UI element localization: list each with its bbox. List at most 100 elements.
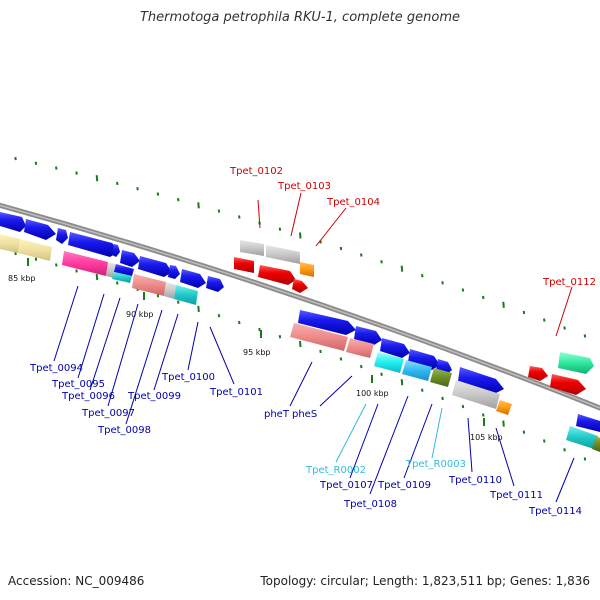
gene-arrow[interactable]: [24, 219, 56, 240]
connector: [209, 326, 235, 385]
gene-label[interactable]: Tpet_0094: [29, 363, 83, 374]
tick-mark: [75, 269, 78, 273]
tick-mark: [299, 232, 302, 239]
connector: [257, 199, 261, 229]
tick-mark: [522, 430, 526, 434]
tick-mark: [339, 357, 343, 361]
gene-arrow[interactable]: [164, 282, 176, 299]
gene-arrow[interactable]: [300, 262, 314, 277]
gene-arrow[interactable]: [346, 338, 374, 358]
gene-label[interactable]: Tpet_0111: [489, 490, 543, 501]
gene-label[interactable]: Tpet_0103: [277, 181, 331, 192]
connector: [125, 309, 163, 425]
tick-mark: [461, 404, 465, 409]
connector: [335, 403, 367, 463]
gene-label[interactable]: Tpet_0114: [528, 506, 582, 517]
tick-mark: [400, 379, 404, 386]
tick-mark: [278, 335, 282, 339]
tick-mark: [95, 175, 99, 182]
connector: [89, 297, 121, 391]
gene-label[interactable]: Tpet_0101: [209, 387, 263, 398]
gene-arrow[interactable]: [180, 269, 206, 288]
connector: [290, 192, 302, 237]
gene-arrow[interactable]: [112, 244, 120, 257]
gene-label[interactable]: Tpet_R0003: [405, 459, 466, 470]
gene-label[interactable]: Tpet_0108: [343, 499, 397, 510]
gene-label[interactable]: Tpet_0097: [81, 408, 135, 419]
gene-arrow[interactable]: [452, 380, 500, 409]
tick-mark: [116, 181, 119, 186]
gene-arrow[interactable]: [290, 323, 348, 351]
gene-arrow[interactable]: [528, 366, 548, 381]
gene-arrow[interactable]: [120, 250, 140, 267]
tick-mark: [421, 274, 424, 278]
gene-arrow[interactable]: [496, 400, 512, 415]
tick-mark: [177, 300, 180, 304]
gene-label[interactable]: Tpet_0102: [229, 166, 283, 177]
reverse-strand-genes[interactable]: [0, 234, 600, 452]
tick-mark: [95, 273, 99, 280]
gene-label[interactable]: Tpet_0109: [377, 480, 431, 491]
tick-mark: [563, 448, 566, 452]
gene-label[interactable]: pheT: [264, 409, 290, 420]
gene-arrow[interactable]: [206, 276, 224, 292]
tick-mark: [522, 310, 526, 315]
gene-arrow[interactable]: [266, 245, 300, 264]
gene-label[interactable]: Tpet_0095: [51, 379, 105, 390]
tick-mark: [238, 320, 241, 325]
gene-arrow[interactable]: [132, 274, 166, 296]
gene-arrow[interactable]: [458, 367, 504, 394]
gene-label[interactable]: Tpet_R0002: [305, 465, 366, 476]
gene-label[interactable]: Tpet_0107: [319, 480, 373, 491]
tick-mark: [258, 327, 261, 332]
forward-strand-genes[interactable]: [0, 212, 600, 432]
gene-arrow[interactable]: [292, 279, 308, 293]
gene-label[interactable]: Tpet_0100: [161, 372, 215, 383]
gene-arrow[interactable]: [62, 251, 108, 276]
gene-label[interactable]: Tpet_0099: [127, 391, 181, 402]
gene-arrow[interactable]: [168, 265, 180, 279]
gene-arrow[interactable]: [402, 360, 432, 381]
gene-arrow[interactable]: [0, 234, 20, 253]
tick-mark: [583, 334, 587, 338]
gene-arrow[interactable]: [592, 436, 600, 452]
tick-mark: [482, 295, 485, 300]
gene-arrow[interactable]: [56, 228, 68, 244]
gene-label[interactable]: pheS: [292, 409, 317, 420]
tick-mark: [55, 166, 58, 170]
gene-arrow[interactable]: [558, 352, 594, 374]
gene-label[interactable]: Tpet_0110: [448, 475, 502, 486]
tick-mark: [482, 413, 485, 417]
gene-arrow[interactable]: [114, 264, 134, 276]
gene-arrow[interactable]: [240, 240, 264, 256]
gene-arrow[interactable]: [258, 265, 296, 285]
tick-mark: [319, 349, 322, 354]
gene-arrow[interactable]: [174, 285, 198, 305]
gene-arrow[interactable]: [112, 272, 132, 283]
gene-arrow[interactable]: [298, 310, 356, 335]
connector: [369, 395, 409, 495]
gene-arrow[interactable]: [374, 352, 404, 373]
gene-arrow[interactable]: [234, 257, 254, 273]
gene-label[interactable]: Tpet_0104: [326, 197, 380, 208]
connector: [349, 403, 379, 479]
gene-label[interactable]: Tpet_0096: [61, 391, 115, 402]
gene-arrow[interactable]: [0, 212, 26, 232]
tick-mark: [156, 294, 160, 298]
gene-arrow[interactable]: [68, 232, 120, 257]
gene-arrow[interactable]: [576, 414, 600, 432]
gene-arrow[interactable]: [18, 239, 52, 261]
gene-arrow[interactable]: [354, 326, 382, 345]
connector: [187, 321, 199, 371]
gene-arrow[interactable]: [566, 426, 598, 449]
connector: [555, 457, 575, 503]
gene-label[interactable]: Tpet_0098: [97, 425, 151, 436]
gene-arrow[interactable]: [138, 256, 172, 277]
gene-arrow[interactable]: [430, 368, 452, 387]
gene-arrow[interactable]: [380, 338, 410, 358]
tick-mark: [360, 253, 363, 257]
gene-arrow[interactable]: [408, 349, 440, 370]
gene-arrow[interactable]: [550, 374, 586, 395]
gene-label[interactable]: Tpet_0112: [542, 277, 596, 288]
